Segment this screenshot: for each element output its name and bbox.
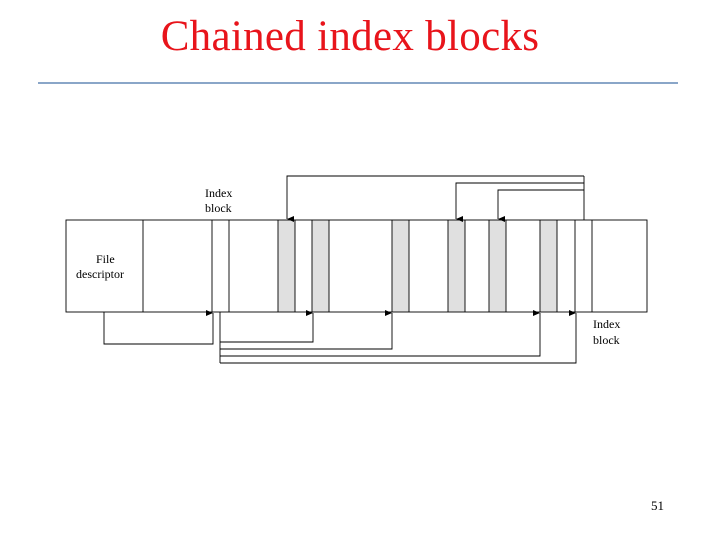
index-block-bottom-pointers: [219, 310, 577, 364]
strip-outline: [65, 219, 648, 313]
pointer-to-data-3: [220, 310, 541, 357]
slide-title: Chained index blocks: [160, 13, 540, 60]
descriptor-to-index-pointer: [103, 310, 214, 345]
pointer-to-data-2: [220, 310, 393, 350]
data-block: [392, 220, 409, 312]
data-block: [312, 220, 329, 312]
file-descriptor-label: File descriptor: [76, 252, 124, 281]
index-block-bottom-label: Index block: [593, 317, 623, 347]
pointer-to-block-1: [286, 175, 584, 222]
pointer-to-block-2: [455, 182, 584, 222]
pointer-to-next-index: [220, 310, 577, 364]
data-block: [540, 220, 557, 312]
index-block-top-label: Index block: [205, 186, 235, 215]
index-block-top-pointers: [286, 175, 585, 222]
pointer-to-block-3: [497, 189, 584, 222]
title-underline: [38, 82, 678, 84]
pointer-to-data-1: [220, 310, 314, 343]
data-block: [278, 220, 295, 312]
shaded-blocks: [278, 220, 557, 312]
data-block: [448, 220, 465, 312]
disk-strip: [65, 219, 648, 313]
data-block: [489, 220, 506, 312]
slide-number: 51: [651, 498, 664, 513]
